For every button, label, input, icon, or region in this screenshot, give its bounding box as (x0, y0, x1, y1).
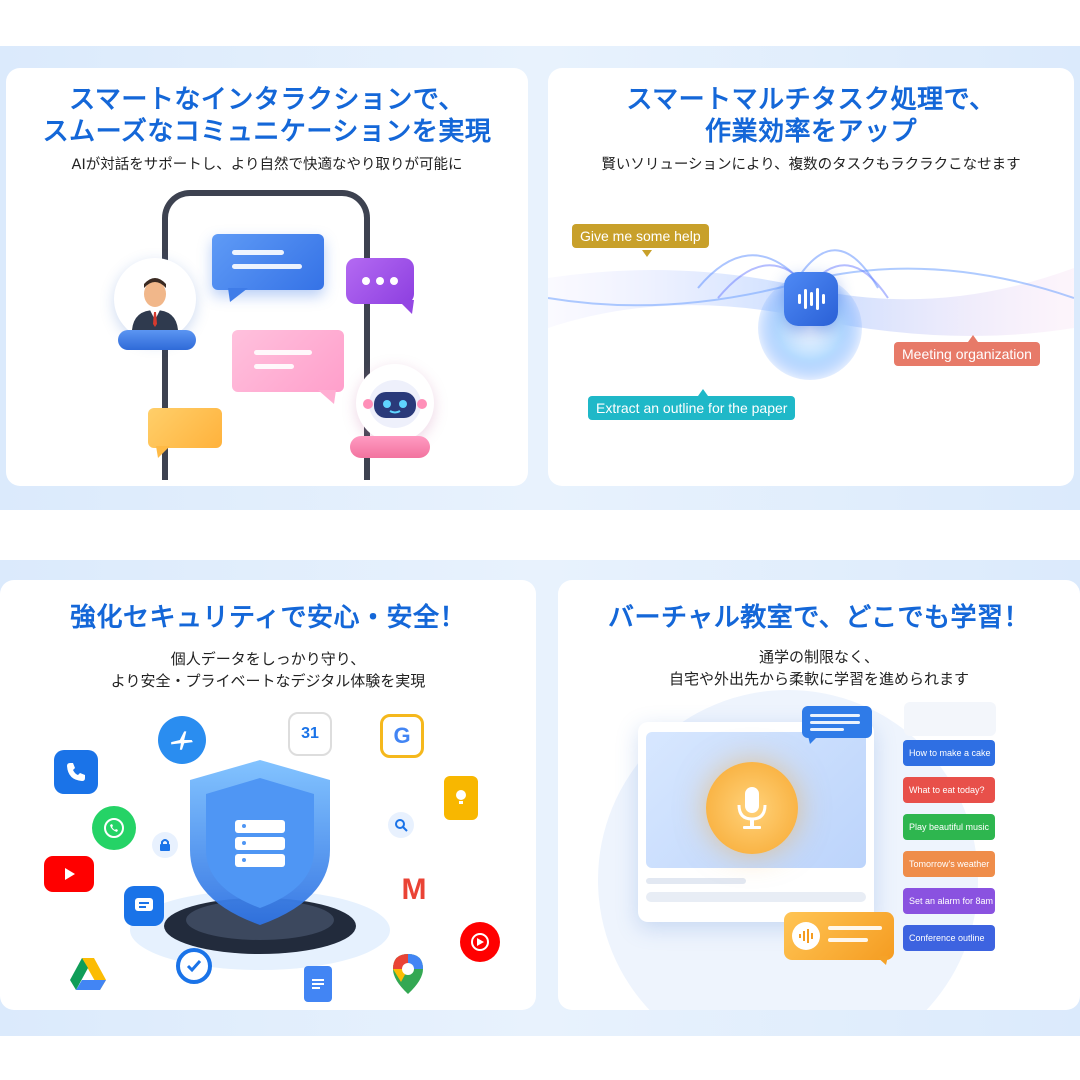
card-subtitle-line2: より安全・プライベートなデジタル体験を実現 (110, 672, 426, 690)
profile-card-decoration (904, 702, 996, 736)
suggestion-chip-alarm[interactable]: Set an alarm for 8am (903, 888, 995, 914)
audio-message-bubble (784, 912, 894, 960)
youtube-icon (44, 856, 94, 892)
google-travel-icon: G (380, 714, 424, 758)
microphone-icon[interactable] (706, 762, 798, 854)
card-subtitle-line1: 個人データをしっかり守り、 (170, 650, 366, 668)
google-tasks-icon (176, 948, 212, 984)
card-smart-interaction: スマートなインタラクションで、 スムーズなコミュニケーションを実現 AIが対話を… (6, 68, 528, 486)
prompt-tag-help[interactable]: Give me some help (572, 224, 709, 248)
messages-app-icon (124, 886, 164, 926)
card-title-line1: スマートなインタラクションで、 (69, 85, 465, 115)
card-smart-multitask: スマートマルチタスク処理で、 作業効率をアップ 賢いソリューションにより、複数の… (548, 68, 1074, 486)
phone-app-icon (54, 750, 98, 794)
robot-label-bar (350, 436, 430, 458)
card-title: 強化セキュリティで安心・安全！ (70, 603, 466, 633)
security-shield-illustration (130, 760, 390, 970)
suggestion-chip-weather[interactable]: Tomorrow's weather (903, 851, 995, 877)
youtube-music-icon (460, 922, 500, 962)
card-security: 強化セキュリティで安心・安全！ 個人データをしっかり守り、 より安全・プライベー… (0, 580, 536, 1010)
user-avatar-icon (114, 258, 196, 340)
card-subtitle: AIが対話をサポートし、より自然で快適なやり取りが可能に (71, 157, 463, 173)
whatsapp-icon (92, 806, 136, 850)
flight-app-icon (158, 716, 206, 764)
google-maps-icon (386, 952, 430, 996)
prompt-tag-meeting[interactable]: Meeting organization (894, 342, 1040, 366)
gmail-icon: M (392, 868, 436, 912)
suggestion-chip-food[interactable]: What to eat today? (903, 777, 995, 803)
chat-bubble-blue (212, 234, 324, 290)
google-letter-label: G (393, 723, 411, 748)
chat-bubble-pink (232, 330, 344, 392)
gmail-letter-label: M (401, 873, 427, 906)
card-title-line2: スムーズなコミュニケーションを実現 (42, 117, 492, 147)
suggestion-chip-conference[interactable]: Conference outline (903, 925, 995, 951)
prompt-tag-outline[interactable]: Extract an outline for the paper (588, 396, 796, 420)
card-title-line1: スマートマルチタスク処理で、 (626, 85, 996, 115)
search-small-icon (388, 812, 414, 838)
voice-assistant-icon[interactable] (784, 272, 838, 326)
card-subtitle-line2: 自宅や外出先から柔軟に学習を進められます (668, 670, 969, 688)
google-docs-icon (304, 966, 332, 1002)
card-title-line2: 作業効率をアップ (704, 117, 917, 147)
chat-bubble-orange (148, 408, 222, 448)
lock-small-icon (152, 832, 178, 858)
suggestion-chip-music[interactable]: Play beautiful music (903, 814, 995, 840)
calendar-day-label: 31 (301, 725, 319, 742)
user-label-bar (118, 330, 196, 350)
google-drive-icon (66, 952, 110, 996)
robot-avatar-icon (356, 364, 434, 442)
card-virtual-classroom: バーチャル教室で、どこでも学習！ 通学の制限なく、 自宅や外出先から柔軟に学習を… (558, 580, 1080, 1010)
chat-bubble-purple-typing (346, 258, 414, 304)
google-keep-icon (444, 776, 478, 820)
card-subtitle-line1: 通学の制限なく、 (758, 648, 879, 666)
suggestion-chip-cake[interactable]: How to make a cake (903, 740, 995, 766)
card-title: バーチャル教室で、どこでも学習！ (608, 603, 1030, 633)
card-subtitle: 賢いソリューションにより、複数のタスクもラクラクこなせます (601, 157, 1021, 173)
google-calendar-icon: 31 (288, 712, 332, 756)
chat-bubble-icon (802, 706, 872, 738)
